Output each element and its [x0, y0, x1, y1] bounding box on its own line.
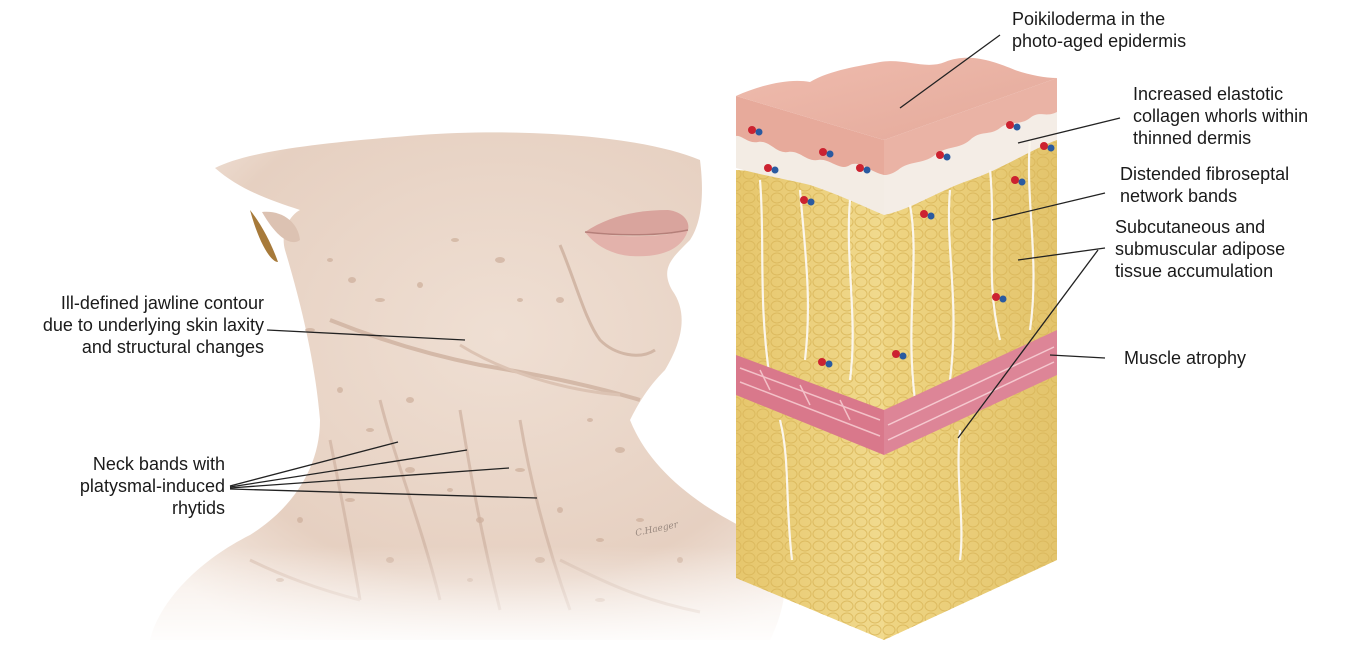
vein-dot [808, 199, 815, 206]
vein-dot [772, 167, 779, 174]
label-neck-bands: Neck bands with platysmal-induced rhytid… [40, 453, 225, 519]
vein-dot [1014, 124, 1021, 131]
label-fibroseptal: Distended fibroseptal network bands [1120, 163, 1289, 207]
artery-dot [992, 293, 1000, 301]
artery-dot [1006, 121, 1014, 129]
neck-illustration: C.Haeger [140, 130, 800, 650]
artery-dot [1011, 176, 1019, 184]
artery-dot [818, 358, 826, 366]
vein-dot [944, 154, 951, 161]
artery-dot [1040, 142, 1048, 150]
label-muscle: Muscle atrophy [1124, 347, 1246, 369]
artery-dot [800, 196, 808, 204]
vein-dot [827, 151, 834, 158]
vein-dot [1000, 296, 1007, 303]
skin-cross-section-block [736, 58, 1057, 640]
artery-dot [819, 148, 827, 156]
artery-dot [748, 126, 756, 134]
label-collagen: Increased elastotic collagen whorls with… [1133, 83, 1308, 149]
artery-dot [764, 164, 772, 172]
vein-dot [1048, 145, 1055, 152]
vein-dot [1019, 179, 1026, 186]
leader-muscle [1050, 355, 1105, 358]
label-poikiloderma: Poikiloderma in the photo-aged epidermis [1012, 8, 1186, 52]
vein-dot [928, 213, 935, 220]
artery-dot [920, 210, 928, 218]
artery-dot [856, 164, 864, 172]
artery-dot [936, 151, 944, 159]
vein-dot [900, 353, 907, 360]
label-adipose: Subcutaneous and submuscular adipose tis… [1115, 216, 1285, 282]
label-jawline: Ill-defined jawline contour due to under… [24, 292, 264, 358]
vein-dot [864, 167, 871, 174]
vein-dot [756, 129, 763, 136]
vein-dot [826, 361, 833, 368]
artery-dot [892, 350, 900, 358]
